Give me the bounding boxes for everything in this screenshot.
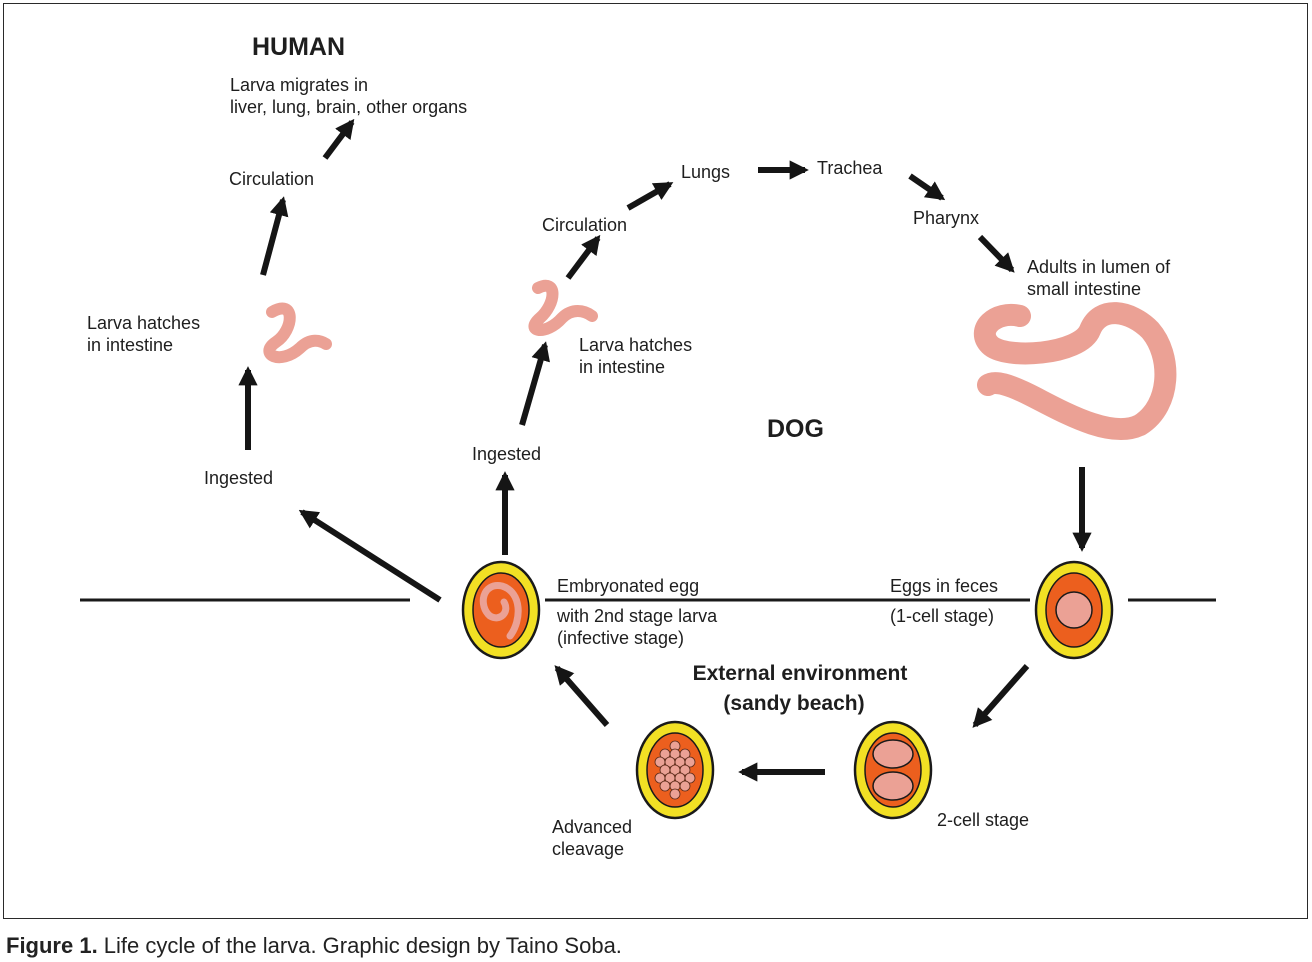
adults-label-2: small intestine — [1027, 279, 1141, 299]
cleavage-cell — [684, 756, 696, 768]
dog-larva-worm — [528, 279, 598, 336]
cleavage-cell — [659, 780, 671, 792]
environment-label-1: External environment — [693, 662, 908, 685]
environment-label-2: (sandy beach) — [723, 692, 864, 715]
feces-egg — [1034, 560, 1114, 660]
lungs-label: Lungs — [681, 162, 730, 182]
embryonated-label-3: (infective stage) — [557, 628, 684, 648]
human-circulation-label: Circulation — [229, 169, 314, 189]
arrow-pharynx-to-adults — [977, 234, 1015, 273]
human-larva-worm — [263, 302, 332, 364]
two-cell-egg — [853, 720, 933, 820]
caption-text: Life cycle of the larva. Graphic design … — [97, 933, 622, 958]
embryonated-label-1: Embryonated egg — [557, 576, 699, 596]
dog-ingested-label: Ingested — [472, 444, 541, 464]
arrow-human-circulation-to-migrates — [322, 118, 355, 160]
advanced-label-1: Advanced — [552, 817, 632, 837]
feces-label-2: (1-cell stage) — [890, 606, 994, 626]
arrow-circulation-to-lungs — [626, 181, 674, 211]
arrow-dog-hatches-to-circulation — [565, 234, 601, 280]
cleavage-cell — [669, 788, 681, 800]
embryonated-egg — [461, 560, 541, 660]
adult-worm — [973, 302, 1177, 441]
cleavage-cell — [679, 764, 691, 776]
embryonated-label-2: with 2nd stage larva — [556, 606, 718, 626]
dog-hatches-label-1: Larva hatches — [579, 335, 692, 355]
human-migrates-label-2: liver, lung, brain, other organs — [230, 97, 467, 117]
human-migrates-label-1: Larva migrates in — [230, 75, 368, 95]
trachea-label: Trachea — [817, 158, 883, 178]
human-hatches-label-2: in intestine — [87, 335, 173, 355]
pharynx-label: Pharynx — [913, 208, 979, 228]
arrow-advanced-to-embryonated — [554, 665, 610, 727]
two-cell-label: 2-cell stage — [937, 810, 1029, 830]
human-heading: HUMAN — [252, 33, 345, 61]
arrow-egg-to-human-ingested — [298, 509, 442, 603]
adults-label-1: Adults in lumen of — [1027, 257, 1171, 277]
cleavage-cell — [679, 780, 691, 792]
cleavage-cell — [684, 772, 696, 784]
arrow-human-hatches-to-circulation — [260, 196, 289, 276]
figure-caption: Figure 1. Life cycle of the larva. Graph… — [6, 933, 1306, 959]
human-ingested-label: Ingested — [204, 468, 273, 488]
life-cycle-diagram: HUMAN DOG Larva migrates in liver, lung,… — [80, 33, 1216, 859]
dog-hatches-label-2: in intestine — [579, 357, 665, 377]
cleavage-cell — [679, 748, 691, 760]
feces-label-1: Eggs in feces — [890, 576, 998, 596]
human-hatches-label-1: Larva hatches — [87, 313, 200, 333]
arrow-feces-egg-to-two-cell — [972, 664, 1030, 728]
dog-circulation-label: Circulation — [542, 215, 627, 235]
arrow-trachea-to-pharynx — [908, 173, 946, 201]
advanced-cleavage-egg — [635, 720, 715, 820]
dog-heading: DOG — [767, 415, 824, 443]
arrow-dog-ingested-to-hatches — [519, 341, 550, 426]
advanced-label-2: cleavage — [552, 839, 624, 859]
caption-label: Figure 1. — [6, 933, 98, 958]
